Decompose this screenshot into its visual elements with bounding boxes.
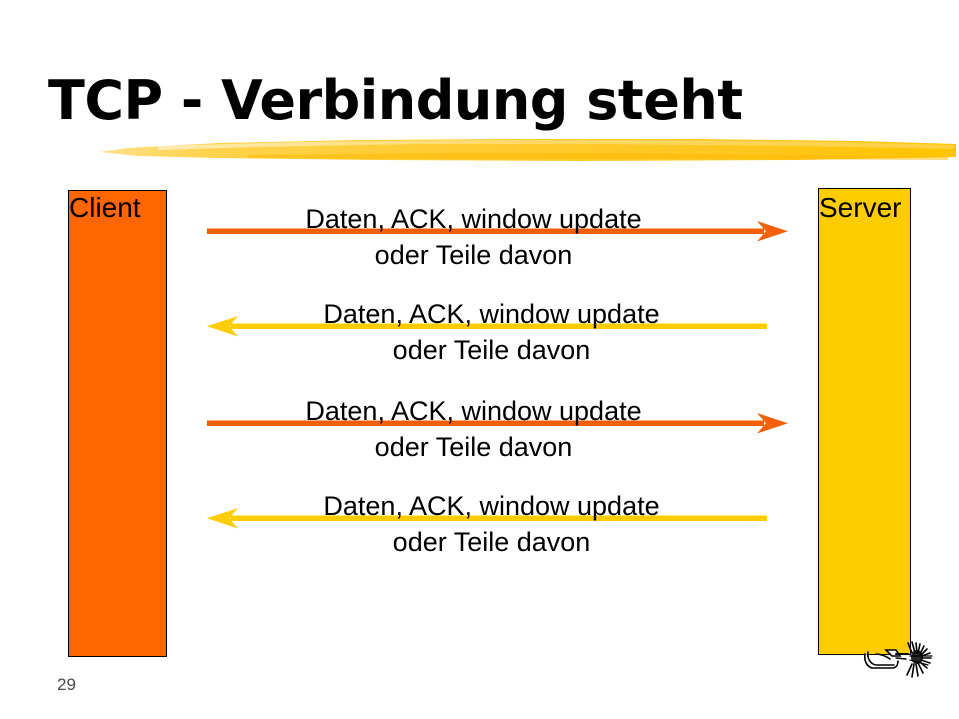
message-text-line2: oder Teile davon bbox=[392, 335, 591, 365]
message-row: Daten, ACK, window update oder Teile dav… bbox=[0, 392, 959, 488]
message-text-line2: oder Teile davon bbox=[374, 240, 573, 270]
brush-stroke-decoration bbox=[100, 139, 956, 161]
client-label: Client bbox=[69, 192, 141, 223]
page-title: TCP - Verbindung steht bbox=[48, 69, 743, 132]
message-text-line2: oder Teile davon bbox=[374, 432, 573, 462]
message-text-line1: Daten, ACK, window update bbox=[323, 491, 660, 521]
message-row: Daten, ACK, window update oder Teile dav… bbox=[0, 487, 959, 583]
server-label: Server bbox=[819, 192, 902, 223]
client-lifeline-box bbox=[68, 190, 167, 657]
message-text-line1: Daten, ACK, window update bbox=[323, 299, 660, 329]
message-row: Daten, ACK, window update oder Teile dav… bbox=[0, 295, 959, 391]
message-row: Daten, ACK, window update oder Teile dav… bbox=[0, 200, 959, 296]
page-number: 29 bbox=[57, 675, 76, 694]
message-text-line2: oder Teile davon bbox=[392, 527, 591, 557]
message-text-line1: Daten, ACK, window update bbox=[305, 396, 642, 426]
message-text-line1: Daten, ACK, window update bbox=[305, 204, 642, 234]
